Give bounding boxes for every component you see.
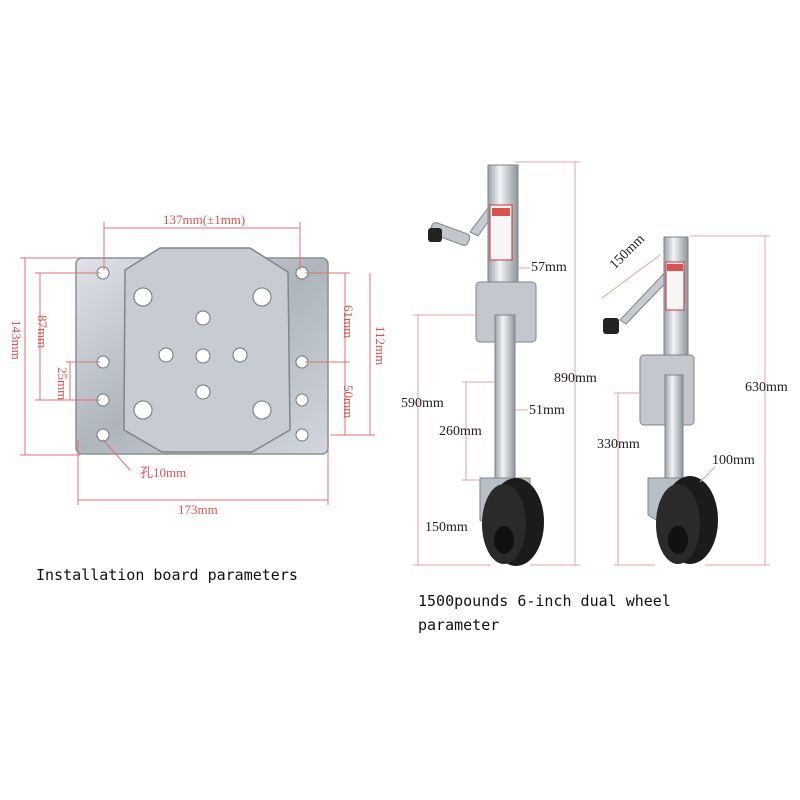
dim-right-inner: 61mm — [341, 305, 356, 339]
plate-caption: Installation board parameters — [36, 566, 298, 584]
dim-height-outer: 143mm — [9, 320, 24, 360]
dim-right-outer: 112mm — [373, 326, 388, 366]
jack-caption-line1: 1500pounds 6-inch dual wheel — [418, 592, 671, 610]
dim-wheel-height-tall: 150mm — [425, 520, 468, 535]
dim-mount-height-short: 330mm — [597, 437, 640, 452]
jack-tall — [428, 164, 544, 566]
dim-lower-tube-width: 51mm — [529, 403, 565, 418]
dim-tube-width: 57mm — [531, 260, 567, 275]
dim-height-inner: 87mm — [35, 315, 50, 349]
mounting-plate — [75, 247, 329, 455]
dim-top-width: 137mm(±1mm) — [163, 212, 246, 227]
dim-hole-gap: 25mm — [55, 367, 70, 401]
jack-short — [603, 236, 718, 564]
dim-bottom-width: 173mm — [178, 502, 218, 517]
dim-total-height-short: 630mm — [745, 380, 788, 395]
dim-span-height: 260mm — [439, 424, 482, 439]
jack-caption-line2: parameter — [418, 616, 500, 634]
dim-mount-height-tall: 590mm — [401, 396, 444, 411]
dim-wheel-diameter: 100mm — [712, 453, 755, 468]
dim-hole-size: 孔10mm — [140, 465, 187, 480]
dim-right-lower: 50mm — [341, 385, 356, 419]
jack-dimension-lines — [413, 161, 770, 566]
dim-total-height-tall: 890mm — [554, 371, 597, 386]
plate-dimension-lines — [20, 222, 375, 505]
